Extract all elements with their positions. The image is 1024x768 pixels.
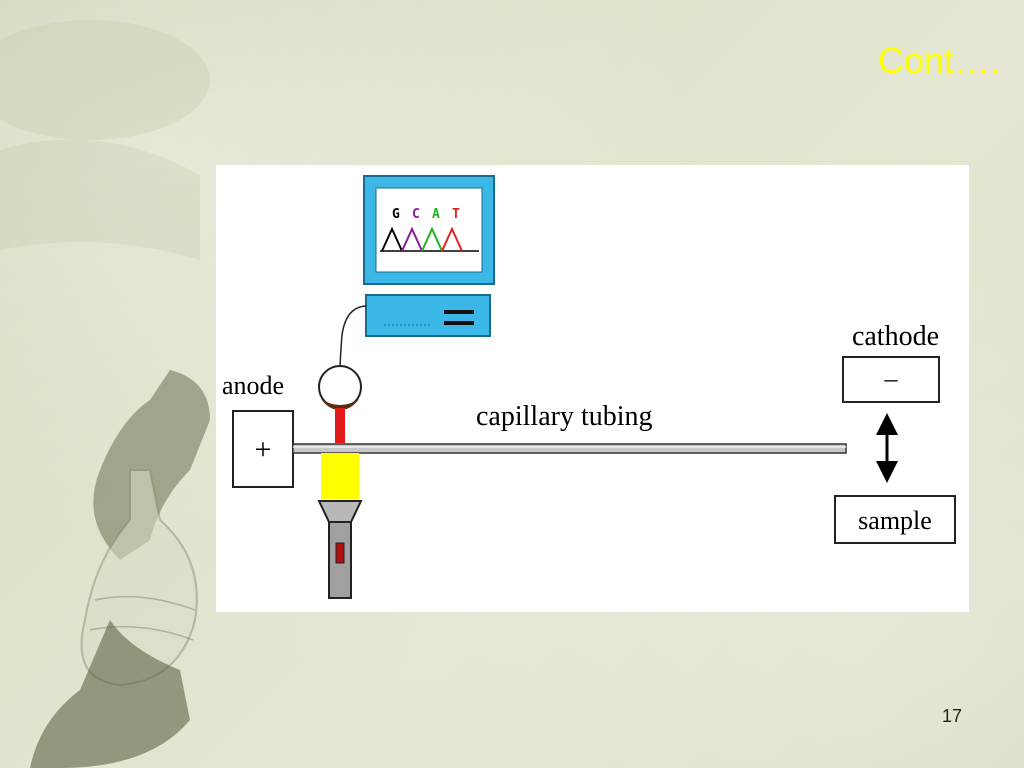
sample-label: sample <box>858 506 932 535</box>
base-letter-g: G <box>392 207 400 222</box>
computer-base <box>365 294 491 337</box>
base-letter-t: T <box>452 207 460 222</box>
light-source-switch <box>335 542 345 564</box>
base-letter-c: C <box>412 207 420 222</box>
capillary-electrophoresis-diagram: G C A T anode + capillary tubing <box>216 165 969 612</box>
diagram-canvas: G C A T anode + capillary tubing <box>222 175 956 599</box>
drive-slot-top <box>444 310 474 314</box>
minus-icon: – <box>884 364 899 393</box>
arrow-down-icon <box>876 461 898 483</box>
page-number: 17 <box>941 706 962 726</box>
detector-lens <box>321 399 359 410</box>
monitor-screen <box>375 187 483 273</box>
base-letter-a: A <box>432 207 440 222</box>
anode-label: anode <box>222 371 284 400</box>
arrow-up-icon <box>876 413 898 435</box>
plus-icon: + <box>255 433 272 466</box>
detector-cable <box>339 305 367 374</box>
optical-filter <box>321 453 359 499</box>
trace-peak-t <box>441 226 463 252</box>
trace-peak-c <box>401 226 423 252</box>
capillary-label: capillary tubing <box>476 401 653 432</box>
slide-title: Cont…. <box>877 40 1000 81</box>
laser-beam <box>335 408 345 443</box>
cathode-label: cathode <box>852 321 939 352</box>
trace-peak-g <box>381 226 403 252</box>
drive-slot-bottom <box>444 321 474 325</box>
trace-peak-a <box>421 226 443 252</box>
light-source-head <box>317 500 363 523</box>
sample-box <box>834 495 956 544</box>
cathode-box <box>842 356 940 403</box>
capillary-tube <box>292 443 847 454</box>
